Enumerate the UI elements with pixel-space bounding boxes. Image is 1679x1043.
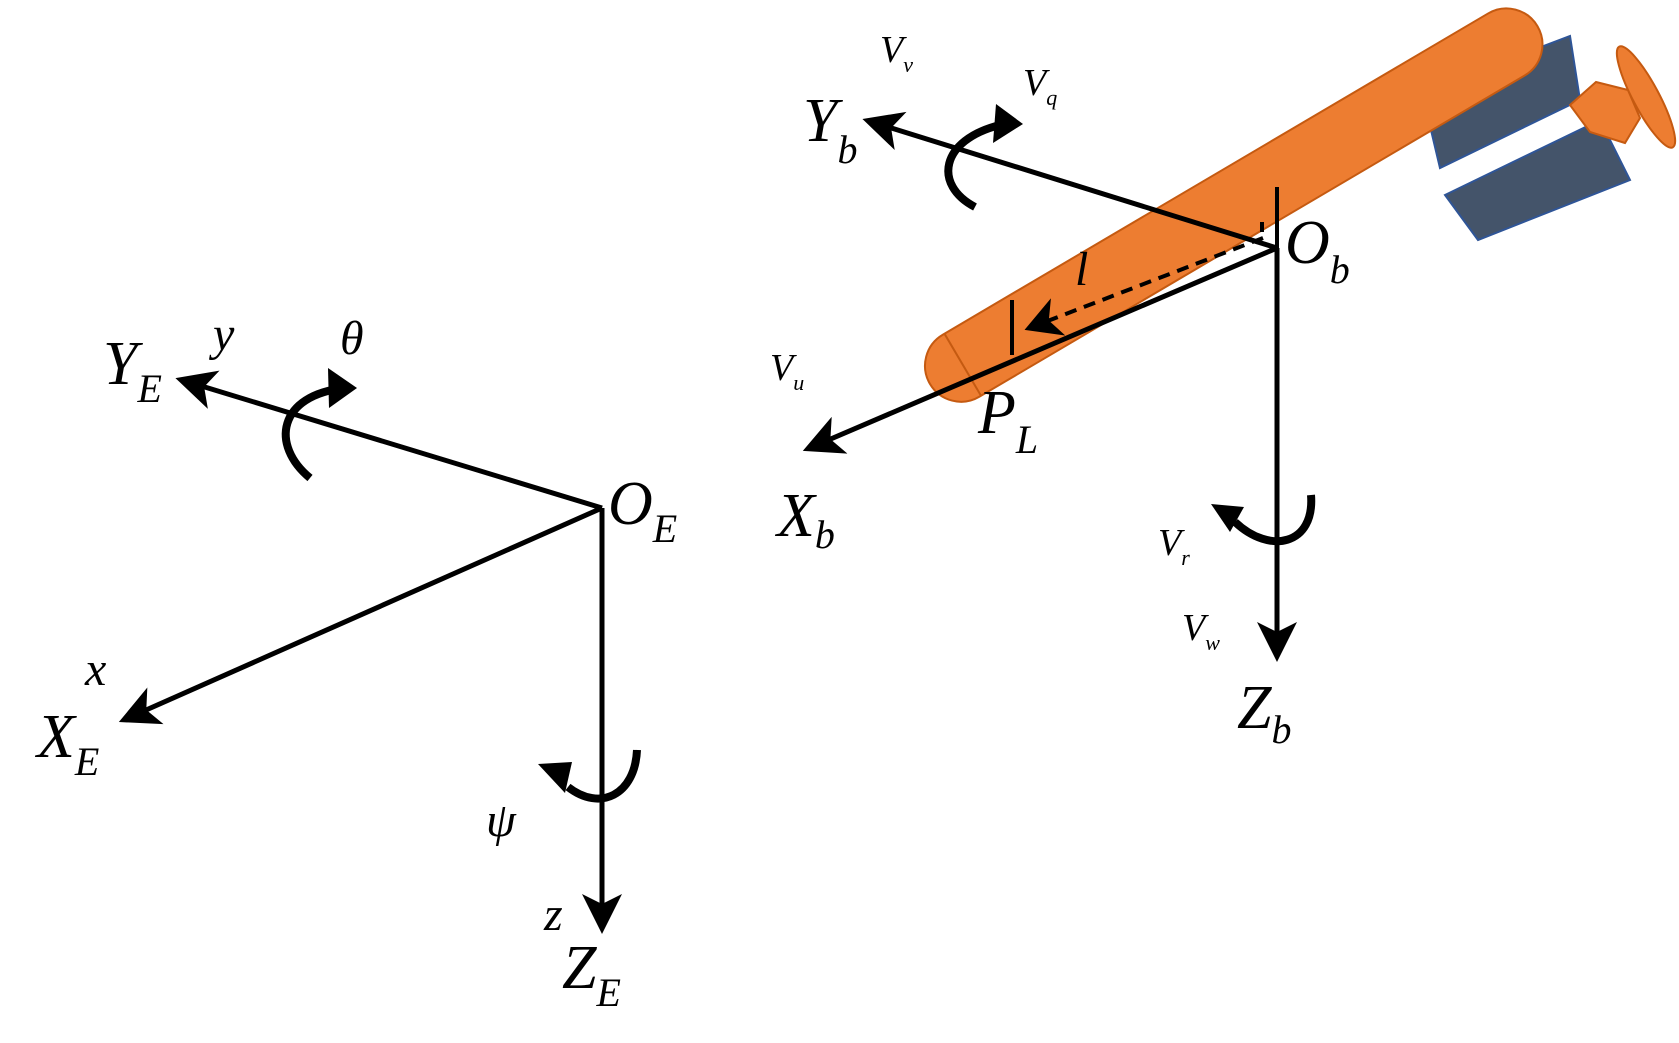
earth-x-axis: [118, 505, 604, 725]
length-label: l: [1075, 243, 1088, 296]
nose-seam: [943, 333, 982, 397]
point-label: PL: [977, 379, 1038, 462]
pitch-arrowhead: [328, 368, 357, 408]
body-x-axis-label: Xb: [774, 482, 835, 557]
tail-cone: [1568, 80, 1642, 145]
hull: [924, 7, 1544, 403]
length-dashed-arrow: [1024, 236, 1264, 336]
earth-x-axis-label: XE: [34, 703, 99, 784]
earth-y-axis: [175, 370, 603, 511]
body-y-axis-label: Yb: [803, 87, 857, 172]
earth-z-axis-label: ZE: [562, 934, 621, 1015]
earth-y-axis-label: YE: [103, 330, 162, 411]
propeller: [1615, 45, 1677, 149]
yaw-angle-label: ψ: [486, 794, 517, 847]
velocity-w-label: Vw: [1182, 607, 1220, 655]
pitch-rotation-arrow: [281, 384, 346, 482]
velocity-u-label: Vu: [770, 347, 804, 395]
pitch-angle-label: θ: [340, 312, 364, 365]
vr-rotation-arrow: [1232, 494, 1316, 546]
earth-x-variable: x: [84, 643, 106, 696]
yaw-rotation-arrow: [565, 749, 641, 803]
body-y-axis: [862, 111, 1278, 251]
vr-arrowhead: [1211, 504, 1244, 532]
vq-rotation-arrow: [944, 121, 1001, 211]
earth-y-variable: y: [208, 308, 235, 361]
velocity-q-label: Vq: [1023, 62, 1057, 110]
lower-fin: [1443, 118, 1632, 242]
body-x-axis: [802, 245, 1278, 454]
velocity-v-label: Vv: [880, 29, 913, 77]
yaw-arrowhead: [538, 762, 572, 793]
vq-arrowhead: [993, 104, 1023, 143]
body-origin-label: Ob: [1285, 209, 1350, 292]
earth-origin-label: OE: [608, 470, 677, 551]
body-frame: [802, 104, 1316, 662]
vehicle: [924, 7, 1677, 403]
earth-frame: [118, 368, 641, 934]
velocity-r-label: Vr: [1158, 522, 1190, 570]
earth-z-variable: z: [543, 888, 563, 941]
body-z-axis-label: Zb: [1237, 674, 1291, 752]
